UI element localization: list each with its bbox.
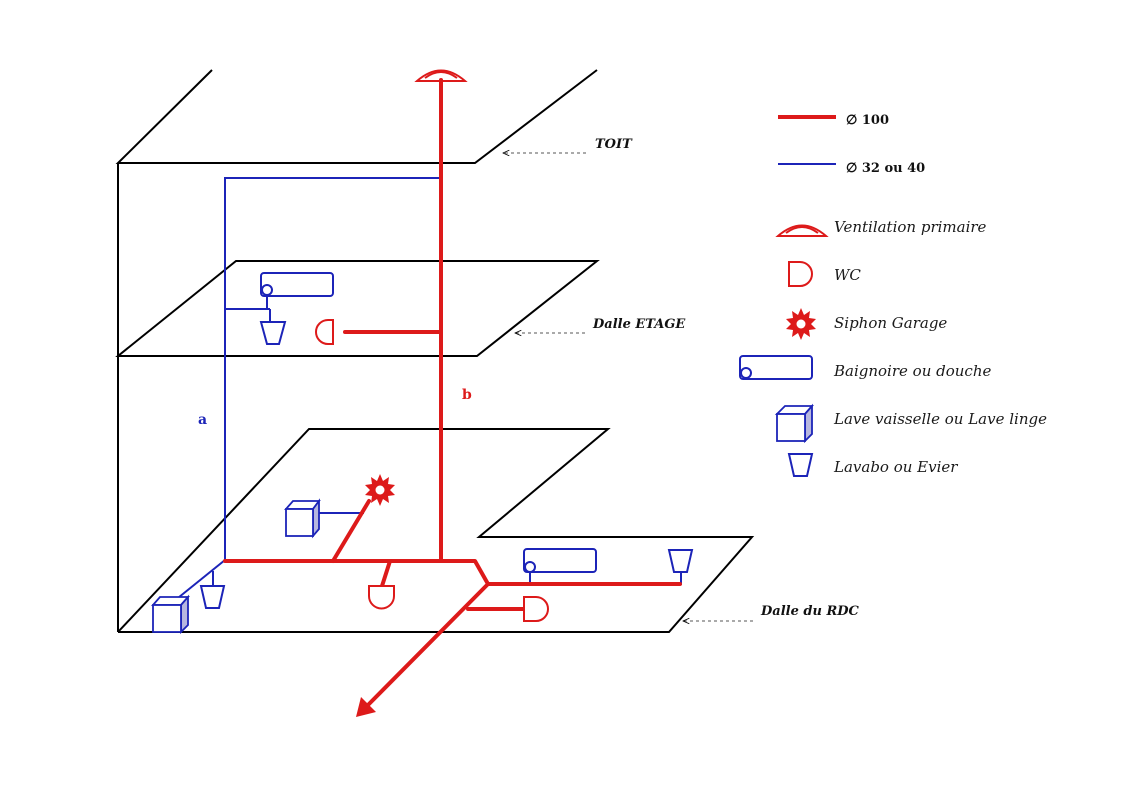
ground-collector [223, 559, 682, 586]
roof-label: TOIT [595, 137, 633, 152]
wc-ground-left-branch [380, 559, 392, 588]
legend-siphon-icon [786, 308, 816, 340]
building-structure [115, 69, 755, 633]
outlet-arrowhead [356, 697, 376, 717]
level-pointers [503, 153, 753, 621]
legend-ventilation-label: Ventilation primaire [834, 218, 987, 236]
ground-wc-left-icon [368, 585, 395, 610]
ground-washer-icon [284, 498, 321, 539]
legend-basin-icon [787, 453, 814, 477]
legend-ventilation-icon [775, 224, 829, 237]
legend-washer-label: Lave vaisselle ou Lave linge [833, 410, 1047, 428]
ground-slab [117, 428, 755, 633]
legend-diam-32-40: ∅ 32 ou 40 [846, 161, 925, 176]
legend-wc-icon [788, 261, 813, 287]
legend-wc-label: WC [834, 266, 861, 284]
legend-basin-label: Lavabo ou Evier [833, 458, 958, 476]
upper-basin-icon [259, 321, 287, 345]
ground-basin-right-icon [667, 549, 694, 573]
legend-bath-icon [739, 355, 813, 380]
ground-washer-left-icon [151, 594, 190, 635]
pipe-b-label: b [462, 387, 472, 403]
ventilation-cap-icon [414, 69, 468, 82]
ground-bath-icon [523, 548, 597, 573]
legend-washer-icon [774, 403, 814, 444]
pipe-a-label: a [198, 412, 207, 428]
small-pipes [167, 177, 682, 607]
floor-slab [115, 260, 600, 357]
ground-basin-left-icon [199, 585, 226, 609]
legend-diam-100: ∅ 100 [846, 113, 889, 128]
small-pipe-a [224, 177, 440, 560]
legend: ∅ 100 ∅ 32 ou 40 Ventilation primaire WC… [739, 113, 1047, 477]
floor-slab-label: Dalle ETAGE [592, 317, 686, 332]
main-pipes [223, 78, 682, 709]
ground-wc-right-icon [523, 596, 549, 622]
legend-siphon-label: Siphon Garage [834, 314, 947, 332]
ground-slab-label: Dalle du RDC [760, 604, 860, 619]
siphon-branch [331, 499, 371, 563]
roof-outline [115, 69, 598, 164]
upper-wc-icon [315, 319, 334, 345]
siphon-garage-icon [365, 474, 395, 506]
legend-bath-label: Baignoire ou douche [833, 362, 991, 380]
main-outlet [364, 582, 490, 709]
upper-bath-icon [260, 272, 334, 297]
